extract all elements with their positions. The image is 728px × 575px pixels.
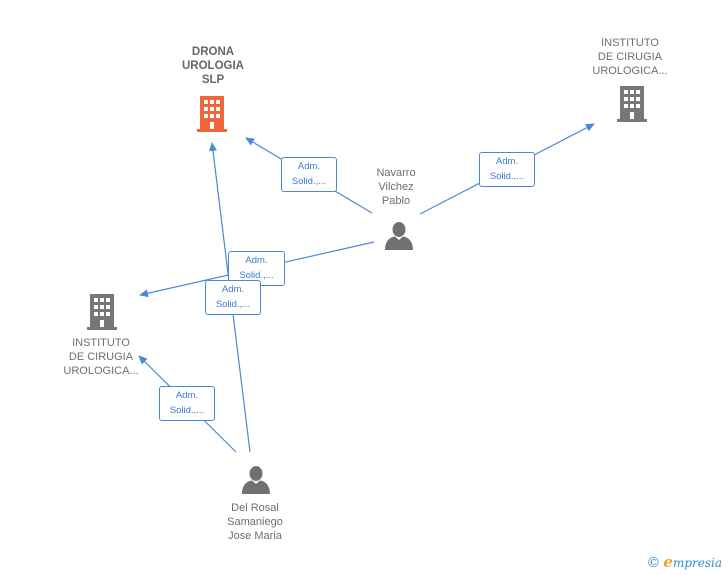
building-icon[interactable]	[85, 294, 119, 330]
person-icon[interactable]	[241, 465, 271, 494]
edge-label-delrosal-drona[interactable]: Adm. Solid.,...	[205, 280, 261, 315]
company-label-instituto-left[interactable]: INSTITUTO DE CIRUGIA UROLOGICA...	[63, 337, 139, 377]
brand-name: mpresia	[672, 556, 722, 570]
company-label-instituto-top[interactable]: INSTITUTO DE CIRUGIA UROLOGICA...	[592, 37, 668, 77]
edge-label-navarro-instituto-top[interactable]: Adm. Solid.,...	[479, 152, 535, 187]
person-label-delrosal[interactable]: Del Rosal Samaniego Jose Maria	[227, 502, 283, 542]
copyright-icon: ©	[646, 555, 661, 571]
brand-logo: ©empresia	[646, 553, 722, 571]
building-icon[interactable]	[615, 86, 649, 122]
building-icon[interactable]	[195, 96, 229, 132]
person-label-navarro[interactable]: Navarro Vilchez Pablo	[376, 167, 416, 207]
company-label-drona[interactable]: DRONA UROLOGIA SLP	[182, 46, 244, 86]
edge-label-navarro-drona[interactable]: Adm. Solid.,...	[281, 157, 337, 192]
edge-label-delrosal-instituto-left[interactable]: Adm. Solid.,...	[159, 386, 215, 421]
brand-initial: e	[663, 553, 673, 571]
person-icon[interactable]	[384, 221, 414, 250]
